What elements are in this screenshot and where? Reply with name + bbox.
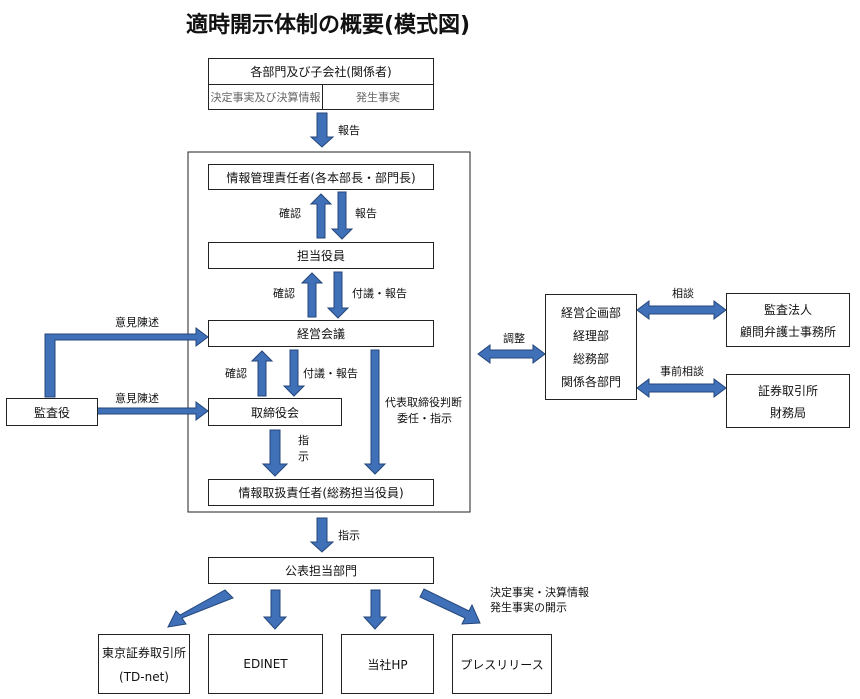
confirm-1-label: 確認 xyxy=(279,207,301,220)
board-label: 取締役会 xyxy=(250,405,299,420)
pr-dept-box: 公表担当部門 xyxy=(208,557,434,584)
occurring-facts-box: 発生事実 xyxy=(322,84,434,110)
arrow-confirm-3 xyxy=(250,350,274,397)
instruct-board-label-2: 示 xyxy=(298,450,309,463)
coordinate-label: 調整 xyxy=(503,332,525,345)
arrow-discuss-report-2 xyxy=(326,271,350,319)
departments-box: 経営企画部 経理部 総務部 関係各部門 xyxy=(545,294,637,400)
arrow-delegate xyxy=(363,349,387,475)
instruct-board-label-1: 指 xyxy=(298,434,309,447)
decided-facts-box: 決定事実及び決算情報 xyxy=(208,84,322,110)
board-box: 取締役会 xyxy=(208,398,342,426)
hp-box: 当社HP xyxy=(341,634,434,694)
dept-item: 関係各部門 xyxy=(560,375,621,389)
mgmt-meeting-label: 経営会議 xyxy=(296,327,345,341)
arrow-to-edinet xyxy=(262,589,288,630)
company-frame xyxy=(187,151,471,513)
delegate-label-1: 代表取締役判断 xyxy=(385,396,462,409)
arrow-confirm-1 xyxy=(309,193,333,239)
opinion-2-label: 意見陳述 xyxy=(115,392,159,405)
hp-label: 当社HP xyxy=(367,657,408,672)
info-manager-label: 情報管理責任者(各本部長・部門長) xyxy=(226,170,416,185)
arrow-discuss-report-3 xyxy=(282,349,306,397)
auditor-box: 監査役 xyxy=(6,398,98,426)
disclosure-label-1: 決定事実・決算情報 xyxy=(490,586,589,599)
press-label: プレスリリース xyxy=(460,657,544,672)
exchange-item: 財務局 xyxy=(769,405,806,420)
consult-label: 相談 xyxy=(672,287,694,300)
confirm-2-label: 確認 xyxy=(273,287,295,300)
tse-box: 東京証券取引所 (TD-net) xyxy=(98,634,190,694)
edinet-box: EDINET xyxy=(208,634,323,694)
audit-corp-box: 監査法人 顧問弁護士事務所 xyxy=(726,293,850,347)
audit-corp-item: 顧問弁護士事務所 xyxy=(739,324,836,339)
edinet-label: EDINET xyxy=(243,657,288,671)
opinion-1-label: 意見陳述 xyxy=(115,316,159,329)
tse-label: 東京証券取引所 xyxy=(101,645,186,660)
dept-item: 総務部 xyxy=(572,352,609,366)
discuss-report-3-label: 付議・報告 xyxy=(303,367,358,380)
arrow-to-press xyxy=(419,588,481,625)
arrow-opinion-1 xyxy=(44,327,209,398)
delegate-label-2: 委任・指示 xyxy=(397,412,452,425)
arrow-instruct-board xyxy=(261,429,289,477)
confirm-3-label: 確認 xyxy=(225,367,247,380)
pr-dept-label: 公表担当部門 xyxy=(284,564,357,578)
exchange-item: 証券取引所 xyxy=(757,383,818,398)
exchange-box: 証券取引所 財務局 xyxy=(726,374,850,428)
pre-consult-label: 事前相談 xyxy=(660,365,704,378)
arrow-to-hp xyxy=(362,589,388,630)
info-manager-box: 情報管理責任者(各本部長・部門長) xyxy=(208,164,434,190)
press-box: プレスリリース xyxy=(452,634,552,694)
dept-item: 経理部 xyxy=(572,329,609,343)
auditor-label: 監査役 xyxy=(33,405,70,420)
discuss-report-2-label: 付議・報告 xyxy=(352,287,407,300)
info-handler-label: 情報取扱責任者(総務担当役員) xyxy=(238,486,404,500)
occurring-facts-label: 発生事実 xyxy=(356,91,400,104)
tdnet-label: (TD-net) xyxy=(119,670,169,685)
decided-facts-label: 決定事実及び決算情報 xyxy=(210,91,321,104)
arrow-consult xyxy=(636,300,727,320)
page-title: 適時開示体制の概要(模式図) xyxy=(186,13,471,38)
info-handler-box: 情報取扱責任者(総務担当役員) xyxy=(208,479,434,506)
disclosure-label-2: 発生事実の開示 xyxy=(490,601,567,614)
subsidiaries-box: 各部門及び子会社(関係者) xyxy=(208,58,434,85)
officer-box: 担当役員 xyxy=(208,242,434,269)
report-1-label: 報告 xyxy=(355,207,377,220)
officer-label: 担当役員 xyxy=(296,249,345,263)
arrow-confirm-2 xyxy=(300,272,324,318)
arrow-coordinate xyxy=(477,344,546,364)
report-top-label: 報告 xyxy=(338,124,360,137)
arrow-opinion-2 xyxy=(96,401,209,421)
arrow-pre-consult xyxy=(636,378,727,398)
arrow-report-1 xyxy=(330,191,354,240)
arrow-instruct-pr xyxy=(309,517,335,553)
subsidiaries-label: 各部門及び子会社(関係者) xyxy=(250,65,392,79)
audit-corp-item: 監査法人 xyxy=(763,302,812,317)
arrow-report-top xyxy=(309,112,335,148)
mgmt-meeting-box: 経営会議 xyxy=(208,320,434,347)
dept-item: 経営企画部 xyxy=(560,306,621,320)
arrow-to-tse xyxy=(167,589,234,628)
instruct-pr-label: 指示 xyxy=(338,529,360,542)
